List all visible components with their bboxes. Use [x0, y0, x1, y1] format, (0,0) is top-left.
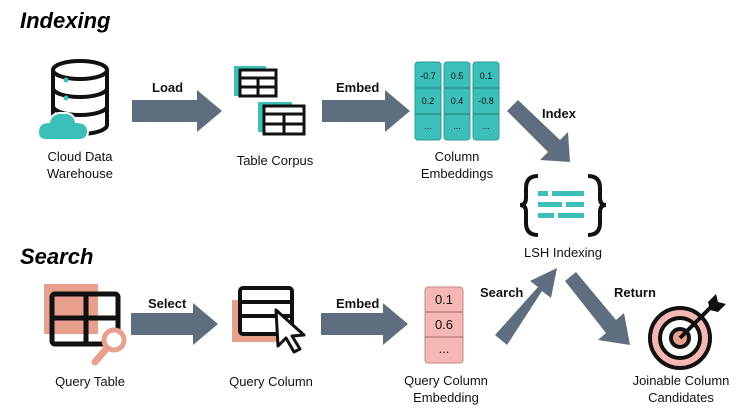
embedding-cell: 0.1	[480, 71, 493, 81]
cloud-icon	[36, 111, 90, 141]
query-embedding-cell: ...	[439, 341, 450, 356]
cloud-data-warehouse-label: Cloud Data Warehouse	[40, 148, 120, 182]
search-label: Search	[480, 285, 524, 300]
embedding-cell: ...	[482, 121, 490, 131]
query-embedding-cell: 0.6	[435, 317, 453, 332]
select-label: Select	[148, 296, 187, 311]
cloud-label-line1: Cloud Data	[47, 149, 113, 164]
column-embeddings-icon: -0.7 0.2 ... 0.5 0.4 ... 0.1 -0.8 ...	[414, 61, 500, 141]
embedding-cell: 0.5	[451, 71, 464, 81]
query-embedding-icon: 0.1 0.6 ...	[424, 286, 464, 364]
result-label-line2: Candidates	[648, 390, 714, 405]
query-table-icon	[44, 284, 127, 366]
load-label: Load	[152, 80, 184, 95]
embed-arrow-indexing	[322, 90, 410, 132]
result-label-line1: Joinable Column	[632, 373, 730, 388]
query-column-label: Query Column	[229, 374, 313, 389]
embed-label-search: Embed	[336, 296, 380, 311]
search-section-title: Search	[20, 244, 94, 269]
embeddings-label-line1: Column	[434, 149, 480, 164]
query-embedding-label-line2: Embedding	[413, 390, 479, 405]
search-arrow	[495, 268, 557, 345]
indexing-section-title: Indexing	[20, 8, 111, 33]
embedding-cell: ...	[453, 121, 461, 131]
column-embeddings-label: Column Embeddings	[410, 148, 504, 182]
return-label: Return	[614, 285, 656, 300]
embedding-cell: 0.4	[451, 96, 464, 106]
embedding-cell: -0.8	[478, 96, 494, 106]
embed-arrow-search	[321, 303, 408, 345]
query-embedding-label-line1: Query Column	[404, 373, 488, 388]
index-arrow	[507, 100, 570, 162]
embeddings-label-line2: Embeddings	[420, 166, 494, 181]
lsh-braces-icon	[519, 174, 607, 237]
lsh-indexing-label: LSH Indexing	[523, 245, 603, 260]
magnifier-icon	[101, 327, 127, 353]
embedding-cell: ...	[424, 121, 432, 131]
joinable-column-candidates-label: Joinable Column Candidates	[626, 372, 736, 406]
cursor-icon	[274, 308, 306, 354]
table-corpus-label: Table Corpus	[236, 153, 314, 168]
query-column-embedding-label: Query Column Embedding	[394, 372, 498, 406]
query-column-icon	[232, 286, 306, 354]
select-arrow	[131, 303, 218, 345]
embed-label-indexing: Embed	[336, 80, 380, 95]
table-corpus-icon	[234, 66, 306, 136]
query-table-label: Query Table	[55, 374, 125, 389]
index-label: Index	[542, 106, 576, 121]
return-arrow	[565, 272, 630, 345]
target-icon	[648, 294, 726, 370]
query-embedding-cell: 0.1	[435, 292, 453, 307]
embedding-cell: -0.7	[420, 71, 436, 81]
load-arrow	[132, 90, 222, 132]
embedding-cell: 0.2	[422, 96, 435, 106]
cloud-label-line2: Warehouse	[47, 166, 113, 181]
